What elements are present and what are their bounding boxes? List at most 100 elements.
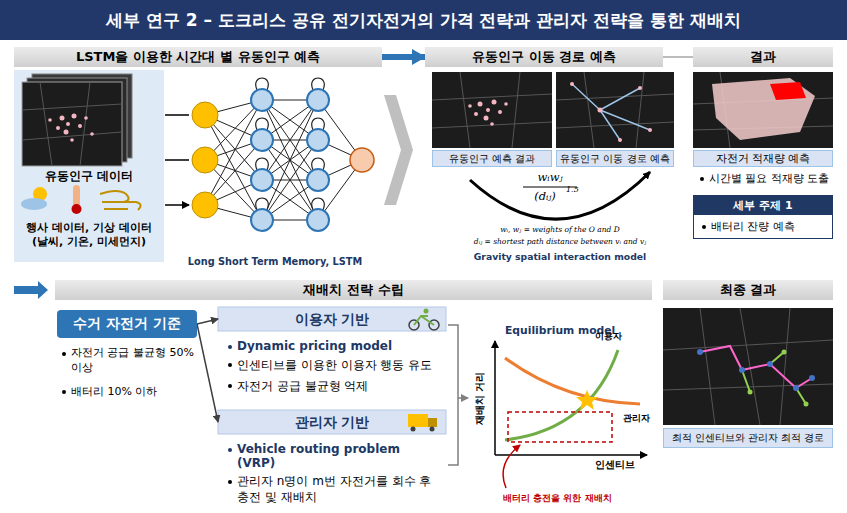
final-route-map (739, 367, 745, 373)
population-map (498, 110, 502, 114)
user-strategy-box: 이용자 기반Dynamic pricing model인센티브를 이용한 이용자… (218, 307, 446, 395)
strategy-heading: 이용자 기반 (218, 307, 446, 331)
lstm-network (251, 129, 273, 151)
lstm-network (307, 209, 329, 231)
truck-icon (408, 414, 428, 427)
final-route-map (742, 352, 806, 404)
manager-strategy-box: 관리자 기반Vehicle routing problem (VRP)관리자 n… (218, 410, 446, 505)
formula-note: wᵢ, wⱼ = weights of the O and D (440, 225, 680, 234)
equilibrium-chart (503, 445, 520, 488)
lstm-network (165, 78, 374, 231)
header-strips (218, 307, 446, 331)
population-map (432, 72, 552, 148)
map-stack (48, 118, 52, 122)
final-route-map (748, 390, 753, 395)
equilibrium-chart (505, 358, 640, 404)
map-stack (78, 124, 82, 128)
lstm-network (350, 148, 374, 172)
weather-icons (72, 204, 82, 214)
section-header: 최종 결과 (663, 280, 833, 300)
lstm-network (192, 192, 218, 218)
weather-icons (73, 185, 80, 207)
section-header: 유동인구 이동 경로 예측 (425, 47, 663, 67)
chevron (384, 95, 413, 205)
lstm-network (307, 129, 329, 151)
population-map (492, 100, 497, 105)
formula-numerator: wᵢwⱼ (520, 170, 580, 184)
model-caption: Long Short Term Memory, LSTM (170, 256, 380, 267)
strategy-item: 자전거 공급 불균형 억제 (226, 378, 442, 395)
strategy-heading: 관리자 기반 (218, 410, 446, 434)
caption-text: 최적 인센티브와 관리자 최적 경로 (672, 431, 825, 445)
final-route-map (697, 349, 703, 355)
population-map (490, 122, 494, 126)
formula-exponent: 1.5 (566, 185, 590, 194)
model-name: Dynamic pricing model (226, 339, 442, 353)
section-header: 결과 (693, 47, 833, 67)
route-map (572, 84, 650, 140)
final-route-map (782, 350, 787, 355)
panel-body: 행사 데이터, 기상 데이터 (날씨, 기온, 미세먼지) (18, 221, 160, 250)
population-map (468, 104, 472, 108)
truck-icon (408, 414, 437, 432)
route-map (570, 82, 574, 86)
section-header: 재배치 전략 수립 (55, 280, 652, 300)
lstm-network (192, 147, 218, 173)
bullet-note: 시간별 필요 적재량 도출 (698, 172, 833, 186)
lstm-network (205, 100, 362, 220)
curve-label: 관리자 (614, 412, 658, 425)
flow-arrow (382, 54, 425, 60)
equilibrium-chart (508, 412, 612, 442)
load-map (693, 72, 833, 148)
title-bar: 세부 연구 2 – 도크리스 공유 전기자전거의 가격 전략과 관리자 전략을 … (0, 0, 847, 40)
bicycle-icon (409, 309, 439, 331)
map-stack (66, 122, 70, 126)
bracket (448, 325, 458, 465)
lstm-network (192, 102, 218, 128)
final-route-map (700, 346, 812, 388)
branch-arrow (197, 324, 218, 422)
header-strips (218, 410, 446, 434)
route-map (556, 72, 674, 148)
map-stack (64, 130, 69, 135)
population-map (432, 72, 552, 148)
axis-label: 재배치 거리 (474, 359, 487, 439)
input-data-panel: 유동인구 데이터행사 데이터, 기상 데이터 (날씨, 기온, 미세먼지) (14, 70, 164, 262)
route-map (598, 108, 603, 113)
header-text: LSTM을 이용한 시간대 별 유동인구 예측 (76, 48, 320, 66)
final-route-map (697, 349, 815, 391)
subtopic-item: 배터리 잔량 예측 (700, 219, 826, 234)
route-map (648, 128, 652, 132)
header-text: 결과 (750, 48, 776, 66)
map-stack (22, 82, 122, 166)
formula-note: dᵢⱼ = shortest path distance between vᵢ … (440, 237, 680, 246)
map-stack (90, 132, 94, 136)
truck-icon (430, 427, 435, 432)
caption-box: 자전거 적재량 예측 (693, 150, 833, 167)
population-map (474, 112, 478, 116)
branch-arrow (197, 319, 218, 324)
final-route-map (663, 308, 833, 425)
population-map (478, 102, 483, 107)
header-text: 유동인구 이동 경로 예측 (472, 48, 616, 66)
criteria-box: 수거 자전거 기준 (57, 310, 197, 338)
lstm-network (251, 89, 329, 231)
link-line (663, 56, 693, 58)
truck-icon (428, 418, 437, 427)
header-strips (218, 307, 446, 434)
criteria-text: 수거 자전거 기준 (73, 315, 181, 333)
model-name: Vehicle routing problem (VRP) (226, 442, 442, 470)
final-route-map (663, 308, 833, 425)
load-map (693, 72, 833, 148)
route-map (556, 72, 674, 148)
population-map (486, 108, 490, 112)
load-map (770, 82, 806, 100)
route-map (570, 82, 652, 142)
population-map (484, 116, 489, 121)
lstm-network (192, 102, 218, 218)
lstm-network (165, 115, 189, 205)
final-route-map (767, 361, 773, 367)
caption-text: 자전거 적재량 예측 (716, 152, 811, 166)
lstm-network (307, 169, 329, 191)
map-stack (84, 116, 88, 120)
